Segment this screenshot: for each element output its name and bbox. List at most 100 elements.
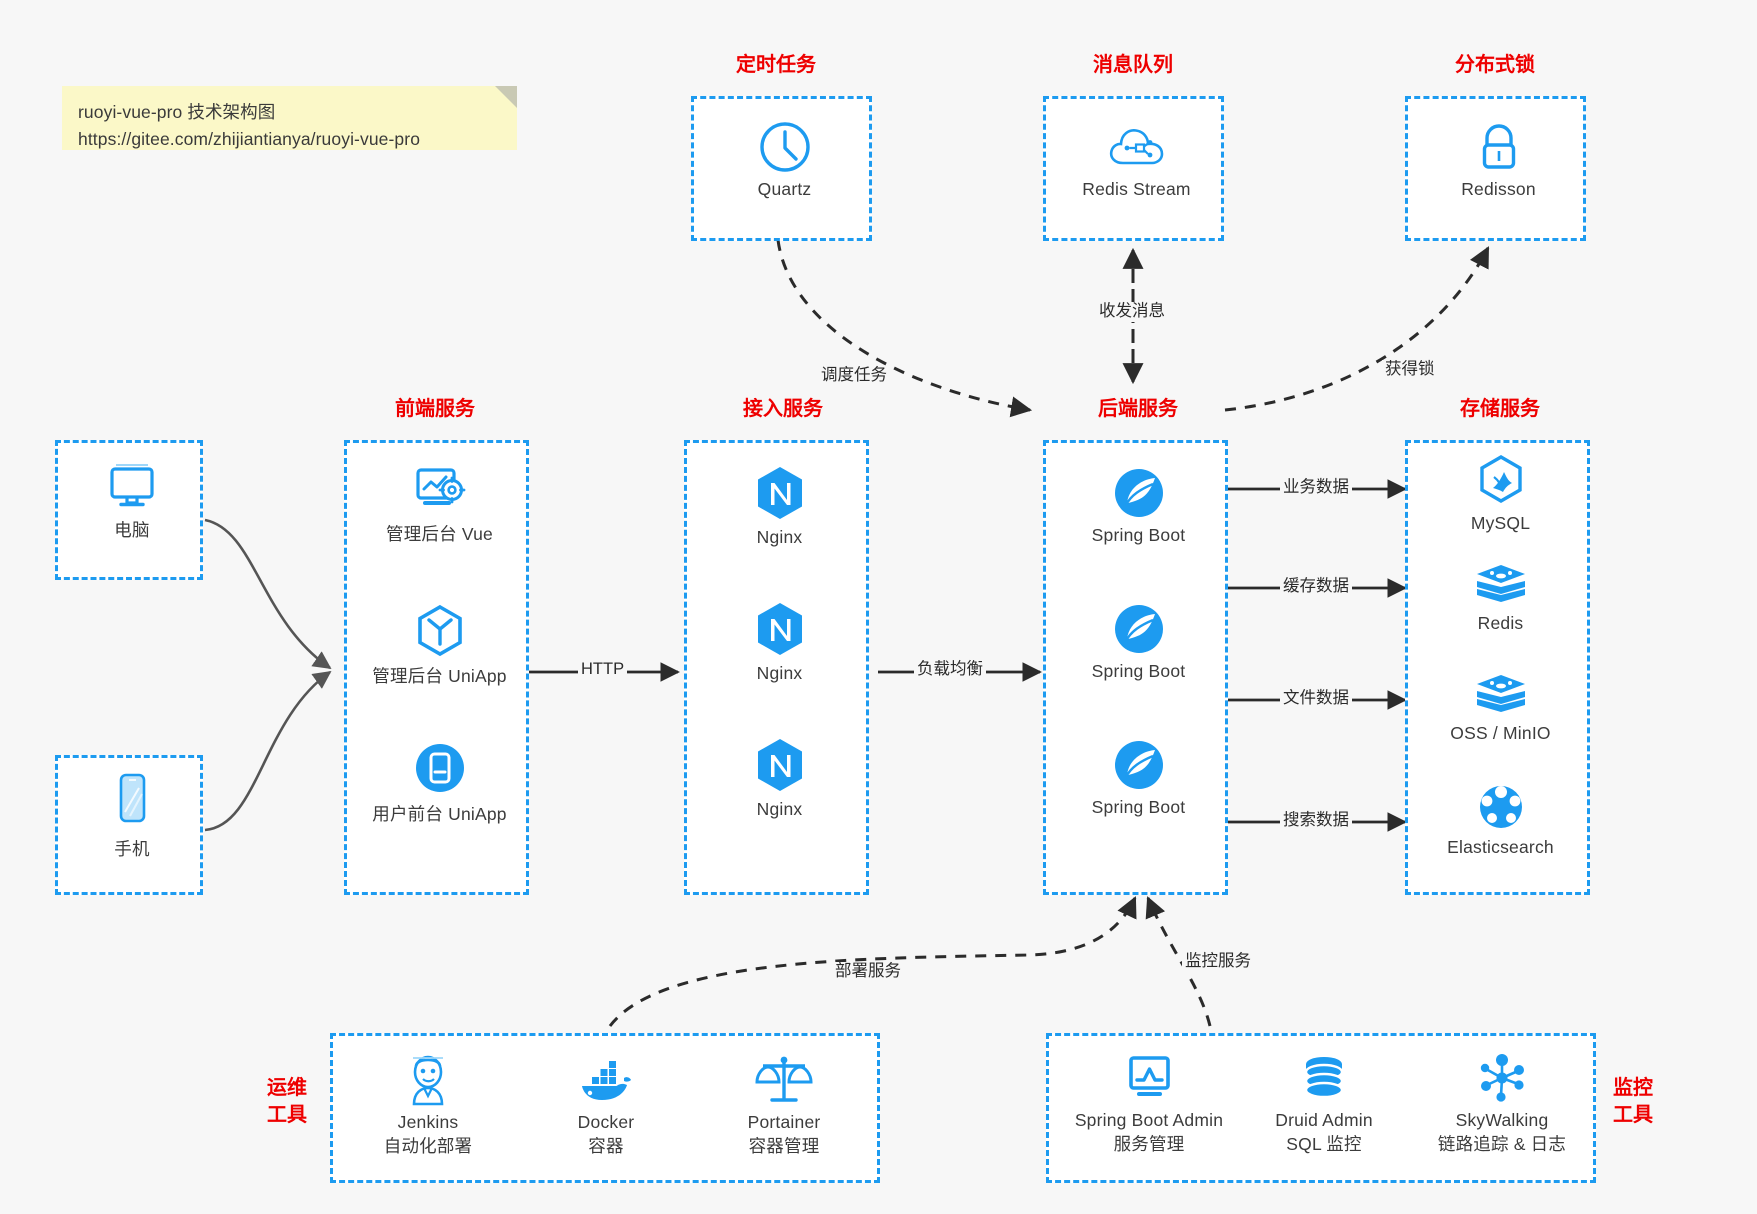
group-title-scheduler: 定时任务 bbox=[736, 54, 816, 76]
node-spring-boot-1[interactable]: Spring Boot bbox=[1046, 465, 1231, 546]
node-label: Nginx bbox=[756, 663, 803, 683]
node-redisson[interactable]: Redisson bbox=[1408, 119, 1589, 200]
node-label: 用户前台 UniApp bbox=[372, 804, 507, 824]
nginx-icon bbox=[757, 467, 802, 519]
edge-label-deploy-service: 部署服务 bbox=[832, 962, 904, 982]
edge-label-schedule-task: 调度任务 bbox=[818, 366, 890, 386]
group-title-lock: 分布式锁 bbox=[1455, 54, 1535, 76]
group-box-lock: Redisson bbox=[1405, 96, 1586, 241]
group-box-client-desktop: 电脑 bbox=[55, 440, 203, 580]
database-cylinder-icon bbox=[1304, 1057, 1344, 1099]
node-portainer[interactable]: Portainer 容器管理 bbox=[699, 1052, 869, 1158]
node-sublabel: 容器 bbox=[588, 1136, 624, 1156]
elasticsearch-icon bbox=[1479, 786, 1522, 828]
node-sublabel: 自动化部署 bbox=[383, 1136, 473, 1156]
redis-stack-icon bbox=[1476, 675, 1525, 712]
node-spring-boot-2[interactable]: Spring Boot bbox=[1046, 601, 1231, 682]
dashboard-gear-icon bbox=[415, 468, 465, 505]
edge-label-file-data: 文件数据 bbox=[1280, 689, 1352, 709]
group-box-backend: Spring Boot Spring Boot Spring Boot bbox=[1043, 440, 1228, 895]
node-label: Redis bbox=[1477, 613, 1524, 633]
node-label: Spring Boot bbox=[1091, 525, 1186, 545]
node-sublabel: 服务管理 bbox=[1113, 1134, 1185, 1154]
node-mobile[interactable]: 手机 bbox=[58, 772, 206, 861]
node-redis[interactable]: Redis bbox=[1408, 561, 1593, 634]
skywalking-node-icon bbox=[1480, 1054, 1524, 1102]
monitor-title-line2: 工具 bbox=[1613, 1104, 1653, 1126]
node-quartz[interactable]: Quartz bbox=[694, 119, 875, 200]
node-nginx-2[interactable]: Nginx bbox=[687, 601, 872, 684]
node-label: Redisson bbox=[1461, 179, 1536, 199]
node-oss-minio[interactable]: OSS / MinIO bbox=[1408, 671, 1593, 744]
edge-label-cache-data: 缓存数据 bbox=[1280, 577, 1352, 597]
node-user-uniapp[interactable]: 用户前台 UniApp bbox=[347, 741, 532, 826]
edge-label-monitor-service: 监控服务 bbox=[1182, 952, 1254, 972]
nginx-icon bbox=[757, 739, 802, 791]
node-mysql[interactable]: MySQL bbox=[1408, 455, 1593, 534]
node-spring-boot-admin[interactable]: Spring Boot Admin 服务管理 bbox=[1049, 1052, 1249, 1156]
edge-label-search-data: 搜索数据 bbox=[1280, 811, 1352, 831]
node-spring-boot-3[interactable]: Spring Boot bbox=[1046, 737, 1231, 818]
node-label: Spring Boot Admin bbox=[1074, 1110, 1224, 1130]
group-box-storage: MySQL Redis OSS / MinIO bbox=[1405, 440, 1590, 895]
node-label: Portainer bbox=[747, 1112, 821, 1132]
group-box-scheduler: Quartz bbox=[691, 96, 872, 241]
jenkins-butler-icon bbox=[412, 1055, 444, 1106]
node-sublabel: 容器管理 bbox=[748, 1136, 820, 1156]
node-elasticsearch[interactable]: Elasticsearch bbox=[1408, 781, 1593, 858]
node-admin-uniapp[interactable]: 管理后台 UniApp bbox=[347, 603, 532, 688]
node-label: Spring Boot bbox=[1091, 661, 1186, 681]
node-label: Docker bbox=[577, 1112, 635, 1132]
group-title-mq: 消息队列 bbox=[1093, 54, 1173, 76]
nginx-icon bbox=[757, 603, 802, 655]
node-admin-vue[interactable]: 管理后台 Vue bbox=[347, 465, 532, 546]
edge-label-acquire-lock: 获得锁 bbox=[1382, 360, 1438, 380]
edge-label-load-balance: 负载均衡 bbox=[914, 660, 986, 680]
node-label: 电脑 bbox=[114, 520, 150, 540]
node-label: Nginx bbox=[756, 527, 803, 547]
node-nginx-1[interactable]: Nginx bbox=[687, 465, 872, 548]
node-nginx-3[interactable]: Nginx bbox=[687, 737, 872, 820]
group-box-mq: Redis Stream bbox=[1043, 96, 1224, 241]
diagram-note: ruoyi-vue-pro 技术架构图 https://gitee.com/zh… bbox=[62, 86, 517, 150]
group-box-devops: Jenkins 自动化部署 Docker 容器 bbox=[330, 1033, 880, 1183]
node-sublabel: SQL 监控 bbox=[1286, 1134, 1362, 1154]
devops-title-line2: 工具 bbox=[267, 1104, 307, 1126]
spring-leaf-icon bbox=[1114, 605, 1163, 653]
lock-icon bbox=[1482, 124, 1515, 169]
docker-whale-icon bbox=[582, 1061, 631, 1100]
node-label: 手机 bbox=[114, 839, 150, 859]
node-label: Redis Stream bbox=[1082, 179, 1191, 199]
group-box-frontend: 管理后台 Vue 管理后台 UniApp 用户前台 UniApp bbox=[344, 440, 529, 895]
redis-stack-icon bbox=[1476, 565, 1525, 602]
node-label: MySQL bbox=[1470, 513, 1531, 533]
node-label: Jenkins bbox=[397, 1112, 459, 1132]
node-label: OSS / MinIO bbox=[1450, 723, 1551, 743]
group-box-client-mobile: 手机 bbox=[55, 755, 203, 895]
node-jenkins[interactable]: Jenkins 自动化部署 bbox=[343, 1052, 513, 1158]
node-label: Quartz bbox=[757, 179, 812, 199]
mobile-phone-icon bbox=[119, 773, 146, 823]
hexagon-cube-icon bbox=[417, 604, 462, 657]
scales-balance-icon bbox=[755, 1056, 813, 1102]
node-label: Elasticsearch bbox=[1447, 837, 1554, 857]
group-title-storage: 存储服务 bbox=[1460, 398, 1540, 420]
clock-icon bbox=[759, 122, 810, 172]
group-box-monitor: Spring Boot Admin 服务管理 Druid Admin SQL 监… bbox=[1046, 1033, 1596, 1183]
node-skywalking[interactable]: SkyWalking 链路追踪 & 日志 bbox=[1407, 1052, 1597, 1156]
node-redis-stream[interactable]: Redis Stream bbox=[1046, 119, 1227, 200]
node-desktop[interactable]: 电脑 bbox=[58, 461, 206, 542]
node-label: Nginx bbox=[756, 799, 803, 819]
app-square-icon bbox=[415, 744, 464, 792]
desktop-monitor-icon bbox=[110, 464, 154, 507]
group-title-devops: 运维 工具 bbox=[252, 1075, 322, 1129]
edge-label-http: HTTP bbox=[578, 660, 628, 680]
node-druid-admin[interactable]: Druid Admin SQL 监控 bbox=[1239, 1052, 1409, 1156]
node-label: SkyWalking bbox=[1455, 1110, 1549, 1130]
group-title-monitor: 监控 工具 bbox=[1598, 1075, 1668, 1129]
monitor-chart-icon bbox=[1129, 1056, 1170, 1096]
group-title-backend: 后端服务 bbox=[1098, 398, 1178, 420]
group-title-gateway: 接入服务 bbox=[743, 398, 823, 420]
node-docker[interactable]: Docker 容器 bbox=[521, 1052, 691, 1158]
